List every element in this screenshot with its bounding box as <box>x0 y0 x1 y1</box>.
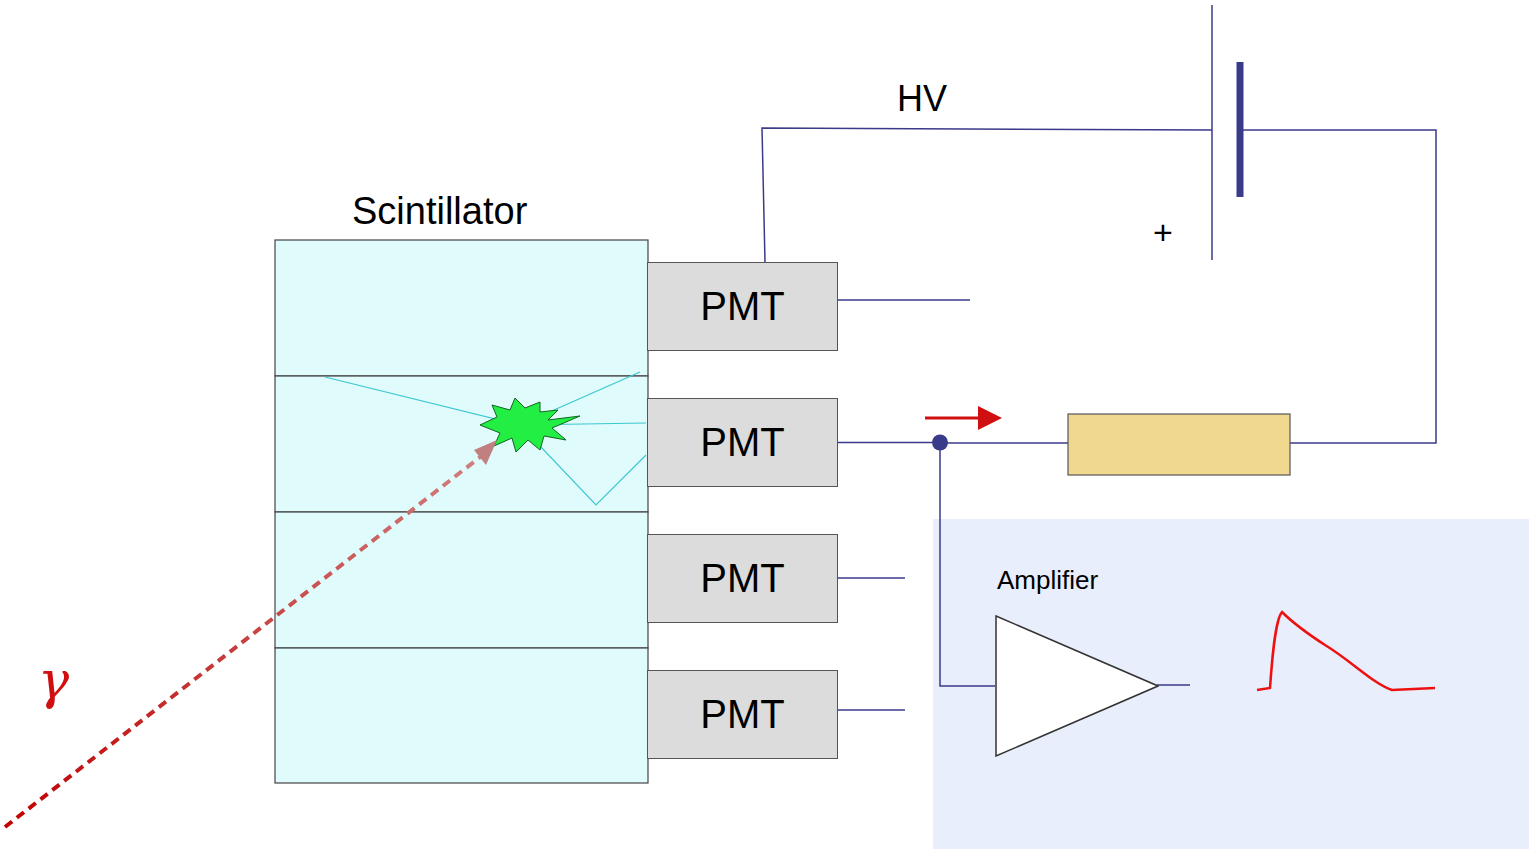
node-text: PMT <box>700 284 784 329</box>
current-arrow <box>925 417 982 420</box>
particle-symbol: γ <box>38 650 69 710</box>
gamma-arrowhead <box>474 440 497 465</box>
part-name: Scintillator <box>352 190 527 233</box>
polarity-sign: + <box>1153 213 1173 252</box>
wires <box>762 128 1436 710</box>
junction-dot <box>932 435 948 451</box>
pmt-box: PMT <box>647 398 838 487</box>
amplifier: Amplifier <box>985 565 1160 757</box>
node-text: PMT <box>700 420 784 465</box>
node-text: PMT <box>700 692 784 737</box>
signal-wire <box>838 443 995 687</box>
light-rays <box>325 372 646 505</box>
node-text: PMT <box>700 556 784 601</box>
pmt-box: PMT <box>647 670 838 759</box>
pmt-box: PMT <box>647 534 838 623</box>
amplifier-triangle <box>995 615 1159 757</box>
electronics-panel <box>933 519 1529 849</box>
battery-plate <box>1211 5 1213 260</box>
output-pulse <box>1257 612 1435 690</box>
gamma-ray <box>5 454 484 827</box>
battery-plate <box>1237 62 1244 197</box>
current-arrowhead <box>978 406 1002 430</box>
resistor-symbol <box>1068 414 1290 475</box>
node-text: Amplifier <box>997 565 1098 596</box>
voltage-label: HV <box>897 78 947 120</box>
pmt-box: PMT <box>647 262 838 351</box>
scintillator-stack <box>275 240 648 783</box>
